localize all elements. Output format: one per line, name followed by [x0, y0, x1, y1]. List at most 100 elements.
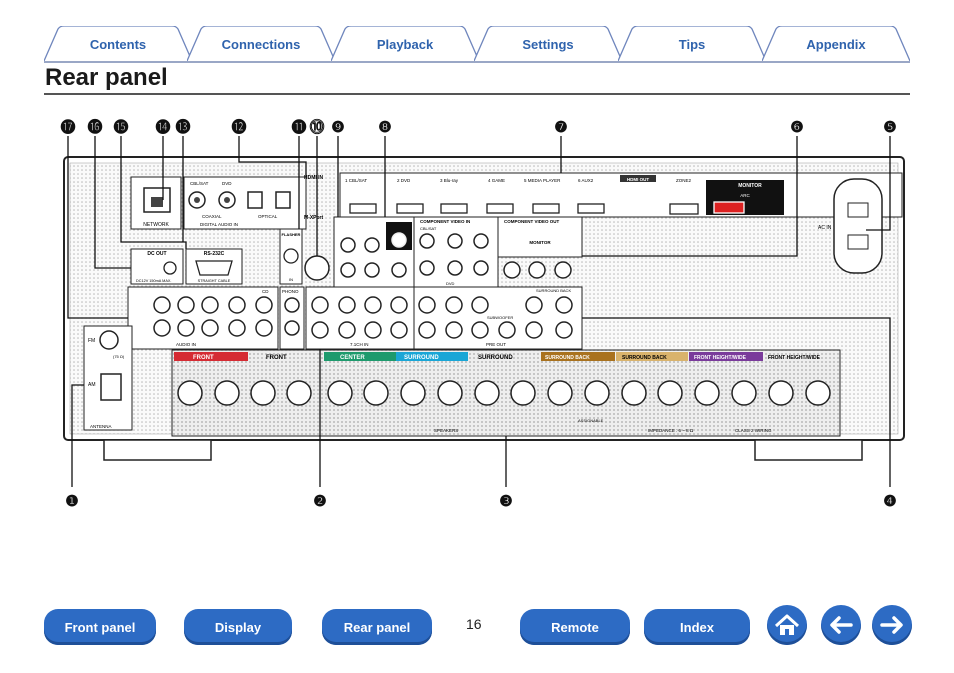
- forward-button[interactable]: [872, 605, 912, 645]
- comp-in-11: [447, 260, 463, 276]
- comp-out-y: [503, 261, 521, 279]
- ch71-jack: [390, 321, 408, 339]
- comp-in-8: [447, 233, 463, 249]
- preout-jack: [471, 321, 489, 339]
- nav-display-button[interactable]: Display: [184, 609, 292, 645]
- am-label: AM: [88, 382, 96, 388]
- speaker-block-label: CENTER: [340, 355, 365, 361]
- tab-label: Settings: [522, 37, 574, 52]
- arc-label: ARC: [740, 193, 750, 198]
- ch71-in-jacks: [311, 296, 408, 339]
- hdmi-port-3: [440, 203, 468, 214]
- nav-rear-panel-button[interactable]: Rear panel: [322, 609, 432, 645]
- speaker-block-header: [174, 352, 248, 361]
- comp-in-12: [473, 260, 489, 276]
- optical-label: OPTICAL: [258, 214, 278, 219]
- nav-label: Rear panel: [343, 620, 411, 635]
- callout-9: ❾: [331, 119, 344, 136]
- phono-block: [279, 286, 305, 350]
- speaker-post: [400, 380, 426, 406]
- audio-in-jack: [228, 296, 246, 314]
- speaker-block-label: FRONT HEIGHT/WIDE: [694, 355, 747, 361]
- speaker-block-header: [324, 352, 396, 361]
- ch71-jack: [338, 321, 356, 339]
- speaker-post: [621, 380, 647, 406]
- callout-7: ❼: [554, 119, 567, 136]
- am-terminal: [100, 373, 122, 401]
- tab-contents[interactable]: Contents: [44, 26, 192, 62]
- tab-settings[interactable]: Settings: [474, 26, 622, 62]
- straight-cable-label: STRAIGHT CABLE: [198, 279, 231, 283]
- leader-1: [71, 384, 84, 487]
- hdmi-input-3-label: 3 Blu-ray: [440, 178, 459, 183]
- leader-5: [866, 136, 891, 231]
- comp-in-9: [473, 233, 489, 249]
- ac-pin-bottom: [847, 234, 869, 250]
- tab-appendix[interactable]: Appendix: [762, 26, 910, 62]
- hdmi-monitor-port: [713, 201, 745, 214]
- callout-5: ❺: [883, 119, 896, 136]
- nav-remote-button[interactable]: Remote: [520, 609, 630, 645]
- audio-in-jack: [255, 296, 273, 314]
- tab-playback[interactable]: Playback: [331, 26, 479, 62]
- mxport-jack: [304, 255, 330, 281]
- callout-17: ⓱: [60, 118, 75, 136]
- speaker-block-label: FRONT: [266, 355, 287, 361]
- title-rule: [44, 93, 910, 95]
- speaker-blocks: FRONT FRONT CENTER SURROUND SURROUND SUR…: [174, 352, 821, 361]
- foot-right: [754, 439, 863, 461]
- preout-jack: [445, 296, 463, 314]
- speaker-post: [731, 380, 757, 406]
- speaker-post: [286, 380, 312, 406]
- speaker-post: [584, 380, 610, 406]
- callout-3: ❸: [499, 493, 512, 510]
- hdmi-out-label: HDMI OUT: [627, 177, 649, 182]
- tab-shape: [762, 26, 910, 62]
- tab-connections[interactable]: Connections: [187, 26, 335, 62]
- back-button[interactable]: [821, 605, 861, 645]
- speaker-post: [214, 380, 240, 406]
- preout-jack: [418, 321, 436, 339]
- comp-in-10: [419, 260, 435, 276]
- audio-in-jack: [153, 296, 171, 314]
- leader-6: [582, 136, 798, 257]
- audio-in-jack: [201, 296, 219, 314]
- preout-surround-back-label: SURROUND BACK: [536, 288, 571, 293]
- comp-in-5: [364, 262, 380, 278]
- ch71-jack: [311, 321, 329, 339]
- coax-2-label: DVD: [222, 181, 232, 186]
- hdmi-input-4-label: 4 GAME: [488, 178, 505, 183]
- callout-14: ⓮: [155, 118, 170, 136]
- home-button[interactable]: [767, 605, 807, 645]
- speaker-post: [694, 380, 720, 406]
- hdmi-input-6-label: 6 AUX2: [578, 178, 594, 183]
- nav-label: Front panel: [64, 620, 136, 635]
- tab-tips[interactable]: Tips: [618, 26, 766, 62]
- nav-front-panel-button[interactable]: Front panel: [44, 609, 156, 645]
- speaker-post: [250, 380, 276, 406]
- ac-inlet: [833, 178, 883, 274]
- chapter-tabs: Contents Connections Playback Settings T…: [44, 26, 910, 62]
- speaker-post: [437, 380, 463, 406]
- tab-label: Contents: [89, 37, 147, 52]
- digital-audio-in-label: DIGITAL AUDIO IN: [200, 222, 238, 227]
- dc-out-jack: [163, 261, 177, 275]
- speaker-block-label: SURROUND: [404, 355, 439, 361]
- ch71-jack: [390, 296, 408, 314]
- optical-jack-1: [247, 191, 263, 209]
- ch71-jack: [338, 296, 356, 314]
- audio-in-jack: [228, 319, 246, 337]
- nav-index-button[interactable]: Index: [644, 609, 750, 645]
- antenna-label: ANTENNA: [90, 424, 112, 429]
- callout-11: ⓫: [291, 118, 306, 136]
- preout-jack: [418, 296, 436, 314]
- callout-4: ❹: [883, 493, 896, 510]
- component-monitor-label: MONITOR: [529, 240, 551, 245]
- rs232c-port: [195, 260, 233, 276]
- hdmi-input-1-label: 1 CBL/SAT: [345, 178, 367, 183]
- hdmi-port-1: [349, 203, 377, 214]
- preout-jack: [555, 296, 573, 314]
- subwoofer-label: SUBWOOFER: [487, 315, 513, 320]
- speaker-post: [768, 380, 794, 406]
- flasher-in-label: IN: [289, 277, 293, 282]
